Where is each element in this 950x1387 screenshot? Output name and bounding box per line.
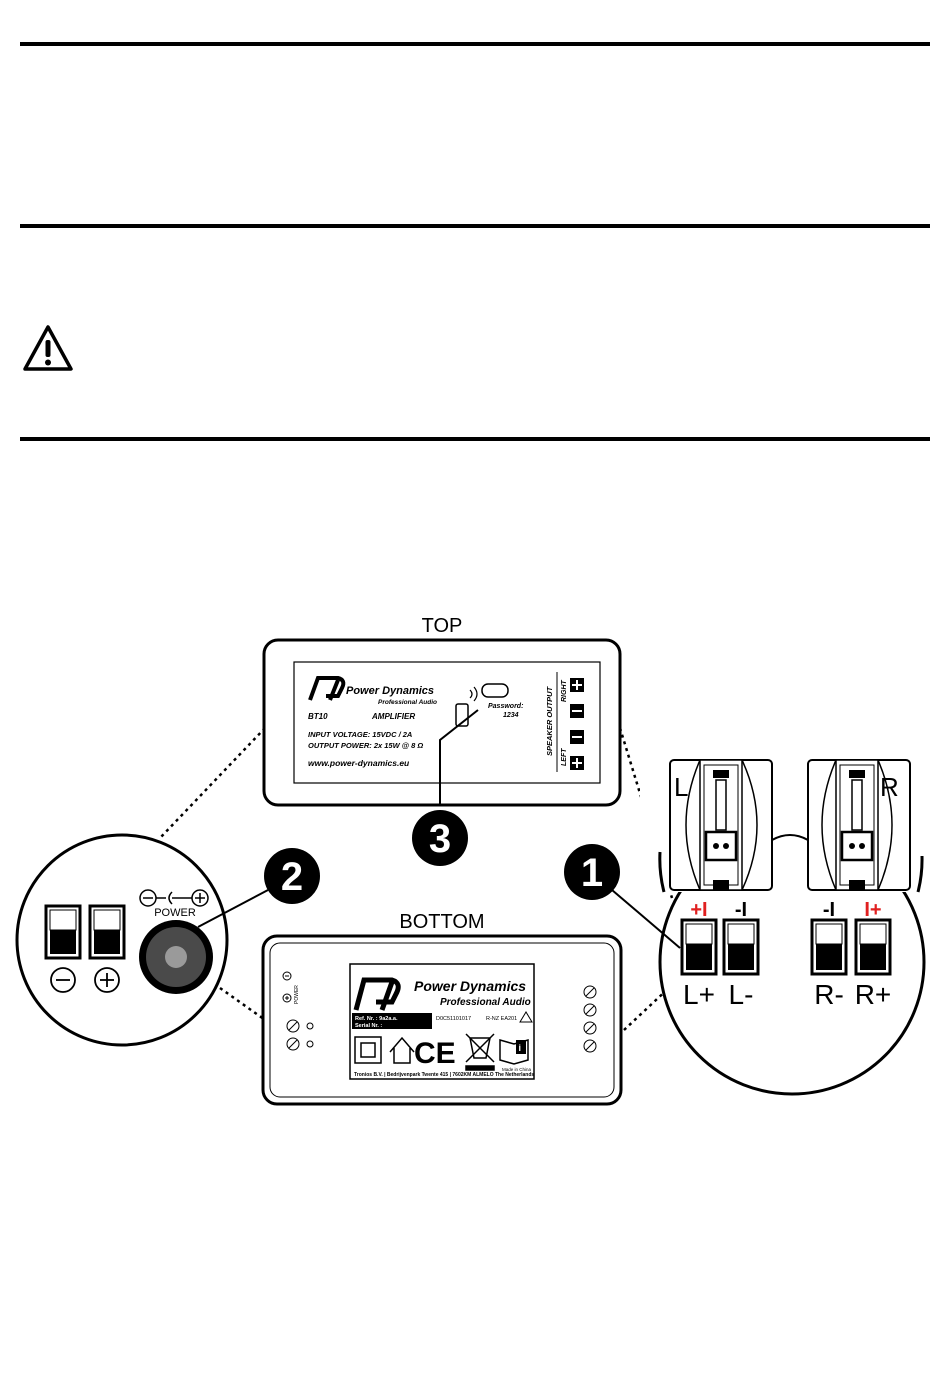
terminal-bottom-4: R+ xyxy=(855,979,892,1010)
zoom-arc-right xyxy=(916,855,924,893)
callout-2-label: 2 xyxy=(281,855,303,899)
bottom-label: BOTTOM xyxy=(399,911,484,933)
speaker-output-text: SPEAKER OUTPUT xyxy=(545,685,554,756)
polarity-icons xyxy=(50,967,120,993)
ce-mark: CE xyxy=(414,1037,456,1070)
power-label: POWER xyxy=(154,907,196,919)
top-brand-sub: Professional Audio xyxy=(378,699,437,706)
top-brand: Power Dynamics xyxy=(346,685,434,697)
rule-middle xyxy=(20,224,930,228)
ref-strip xyxy=(352,1013,432,1029)
top-output-power: OUTPUT POWER: 2x 15W @ 8 Ω xyxy=(308,741,423,750)
rcm-icon xyxy=(519,1011,533,1023)
speaker-cable xyxy=(771,834,809,841)
dc-polarity-icon xyxy=(139,889,209,907)
bottom-serial: Serial Nr. : xyxy=(355,1023,382,1029)
top-model: BT10 xyxy=(308,712,328,721)
speaker-right-label: R xyxy=(880,772,899,802)
password-label: Password: xyxy=(488,703,523,710)
svg-text:i: i xyxy=(519,1043,522,1053)
bottom-side-left xyxy=(282,971,314,1051)
terminal-top-1: +I xyxy=(690,899,707,921)
top-type: AMPLIFIER xyxy=(371,712,415,721)
bottom-label-plate xyxy=(349,963,535,1080)
top-input-voltage: INPUT VOLTAGE: 15VDC / 2A xyxy=(308,730,412,739)
phone-icon xyxy=(455,703,469,727)
bottom-rnz: R-NZ EA201 xyxy=(486,1016,517,1022)
top-website: www.power-dynamics.eu xyxy=(308,758,410,768)
rule-lower xyxy=(20,437,930,441)
class2-inner xyxy=(360,1042,376,1058)
bottom-ref: Ref. Nr. : 9a2a.a. xyxy=(355,1016,398,1022)
power-terminals xyxy=(44,904,126,960)
callout-2 xyxy=(264,848,320,904)
made-in-china: Made in China xyxy=(502,1067,532,1072)
bottom-brand: Power Dynamics xyxy=(414,978,526,994)
leader-2 xyxy=(197,889,269,928)
bluetooth-wave-icon xyxy=(469,686,478,702)
bottom-side-power: POWER xyxy=(294,985,300,1004)
pd-logo-top xyxy=(308,676,346,701)
bottom-code: D0C51101017 xyxy=(436,1016,471,1022)
connection-diagram: TOP Power Dynamics Professional Audio BT… xyxy=(15,615,940,1106)
speaker-terminals xyxy=(680,918,892,976)
speaker-left-label: L xyxy=(674,772,688,802)
top-label: TOP xyxy=(422,615,463,637)
password-value: 1234 xyxy=(503,712,519,719)
terminal-bottom-3: R- xyxy=(814,979,844,1010)
class2-icon xyxy=(354,1036,382,1064)
home-icon xyxy=(389,1036,415,1064)
bottom-footer: Tronios B.V. | Bedrijvenpark Twente 415 … xyxy=(354,1072,534,1078)
bottom-side-right xyxy=(583,985,597,1053)
warning-icon xyxy=(23,325,73,371)
left-speaker xyxy=(669,759,773,891)
callout-3-label: 3 xyxy=(429,817,451,861)
callout-1-label: 1 xyxy=(581,851,603,895)
terminal-bottom-2: L- xyxy=(729,979,754,1010)
bottom-panel xyxy=(261,934,623,1106)
pd-logo-bottom xyxy=(353,977,401,1011)
dc-jack xyxy=(139,920,213,994)
leader-1 xyxy=(611,889,681,949)
zoom-arc-left xyxy=(658,851,666,893)
terminal-bottom-1: L+ xyxy=(683,979,715,1010)
top-terminals xyxy=(570,678,584,770)
rule-top xyxy=(20,42,930,46)
callout-1 xyxy=(564,844,620,900)
top-panel xyxy=(262,638,622,807)
weee-bin-icon xyxy=(465,1033,495,1071)
usb-icon xyxy=(481,683,509,698)
bottom-panel-inner xyxy=(269,942,615,1098)
left-text: LEFT xyxy=(561,748,568,766)
leader-3 xyxy=(439,709,479,805)
right-speaker xyxy=(807,759,911,891)
terminal-top-2: -I xyxy=(735,899,747,921)
right-text: RIGHT xyxy=(561,680,568,703)
callout-3 xyxy=(412,810,468,866)
terminal-top-3: -I xyxy=(823,899,835,921)
manual-icon: i xyxy=(499,1039,529,1065)
terminal-top-4: I+ xyxy=(864,899,881,921)
top-panel-label xyxy=(293,661,601,784)
bottom-brand-sub: Professional Audio xyxy=(440,997,531,1008)
